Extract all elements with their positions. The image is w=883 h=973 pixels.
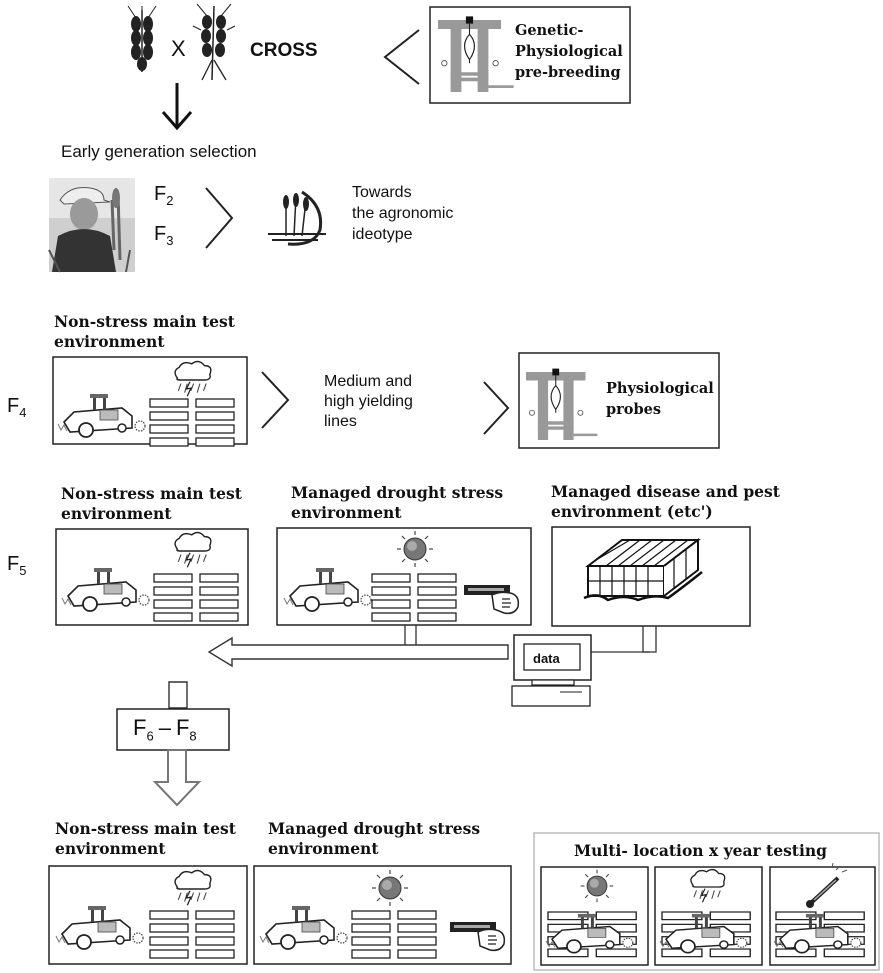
f5-env1-title-line-1: Non-stress main test — [61, 484, 242, 503]
arrow-left-hollow — [207, 636, 509, 668]
ideotype-text: Towards the agronomic ideotype — [352, 182, 453, 245]
early-generation-selection: Early generation selection — [61, 142, 257, 161]
computer-icon — [511, 634, 592, 707]
cross-symbol: X — [171, 36, 186, 61]
prebreeding-line-1: Genetic- — [515, 22, 584, 39]
f6-base: F — [133, 715, 147, 740]
f2-sub: 2 — [166, 193, 174, 208]
bottom-env1-title-line-1: Non-stress main test — [55, 819, 236, 838]
medium-high-text: Medium and high yielding lines — [324, 372, 413, 432]
f8-sub: 8 — [189, 728, 197, 744]
ideotype-line-3: ideotype — [352, 226, 413, 243]
data-label: data — [533, 651, 560, 666]
arrow-down-icon — [161, 83, 193, 131]
wheat-ear-icon-left — [127, 5, 157, 72]
f4-label: F4 — [7, 395, 26, 420]
prebreeding-line-3: pre-breeding — [515, 64, 621, 81]
f4-env-title-line-1: Non-stress main test — [54, 312, 235, 331]
f5-sub: 5 — [19, 563, 27, 578]
f3-base: F — [154, 223, 167, 245]
f4-base: F — [7, 395, 20, 417]
medium-high-line-2: high yielding — [324, 393, 413, 410]
arrow-down-hollow-2 — [152, 749, 202, 807]
f5-env1-title-line-2: environment — [61, 504, 172, 523]
ideotype-line-2: the agronomic — [352, 205, 454, 222]
triangle-arrow-right-3 — [483, 381, 510, 435]
triangle-arrow-left — [383, 29, 420, 85]
f4-sub: 4 — [19, 405, 27, 420]
thermometer-icon — [806, 862, 848, 908]
triangle-arrow-right-1 — [205, 187, 234, 249]
f8-base: F — [175, 715, 190, 740]
f5-env2-title-line-2: environment — [291, 503, 402, 522]
f5-env3-title: Managed disease and pest environment (et… — [551, 482, 780, 522]
bottom-env1-title: Non-stress main test environment — [55, 819, 236, 859]
medium-high-line-1: Medium and — [324, 373, 413, 390]
f5-base: F — [7, 553, 20, 575]
multi-location-title: Multi- location x year testing — [574, 841, 827, 860]
probes-line-1: Physiological — [606, 380, 714, 397]
triangle-arrow-right-2 — [261, 371, 290, 429]
f6-sub: 6 — [146, 728, 154, 744]
medium-high-line-3: lines — [324, 413, 357, 430]
f5-label: F5 — [7, 553, 26, 578]
bottom-env2-title-line-2: environment — [268, 839, 379, 858]
f6f8-label: F6–F8 — [133, 715, 197, 743]
f6f8-box — [116, 708, 230, 751]
f2-base: F — [154, 183, 167, 205]
prebreeding-label: Genetic- Physiological pre-breeding — [515, 20, 623, 83]
f5-env2-title-line-1: Managed drought stress — [291, 483, 504, 502]
f5-env1-title: Non-stress main test environment — [61, 484, 242, 524]
probes-label: Physiological probes — [606, 378, 714, 420]
f5-env3-title-line-1: Managed disease and pest — [551, 482, 780, 501]
wheat-sheaf-icon — [268, 190, 326, 246]
f3-label: F3 — [154, 223, 173, 248]
farmer-photo — [48, 178, 135, 273]
f3-sub: 3 — [166, 233, 174, 248]
wheat-ear-icon-right — [192, 3, 236, 81]
arrow-down-hollow-1 — [168, 681, 188, 709]
greenhouse-icon — [583, 537, 703, 602]
f5-env3-title-line-2: environment (etc') — [551, 502, 713, 521]
f5-env2-title: Managed drought stress environment — [291, 483, 503, 523]
bottom-env2-title: Managed drought stress environment — [268, 819, 480, 859]
f4-env-title: Non-stress main test environment — [54, 312, 235, 352]
bottom-env1-title-line-2: environment — [55, 839, 166, 858]
f6f8-dash: – — [158, 715, 171, 740]
prebreeding-line-2: Physiological — [515, 43, 623, 60]
probes-line-2: probes — [606, 401, 661, 418]
f4-env-title-line-2: environment — [54, 332, 165, 351]
ideotype-line-1: Towards — [352, 184, 412, 201]
f2-label: F2 — [154, 183, 173, 208]
bottom-env2-title-line-1: Managed drought stress — [268, 819, 481, 838]
cross-label: CROSS — [250, 40, 318, 61]
